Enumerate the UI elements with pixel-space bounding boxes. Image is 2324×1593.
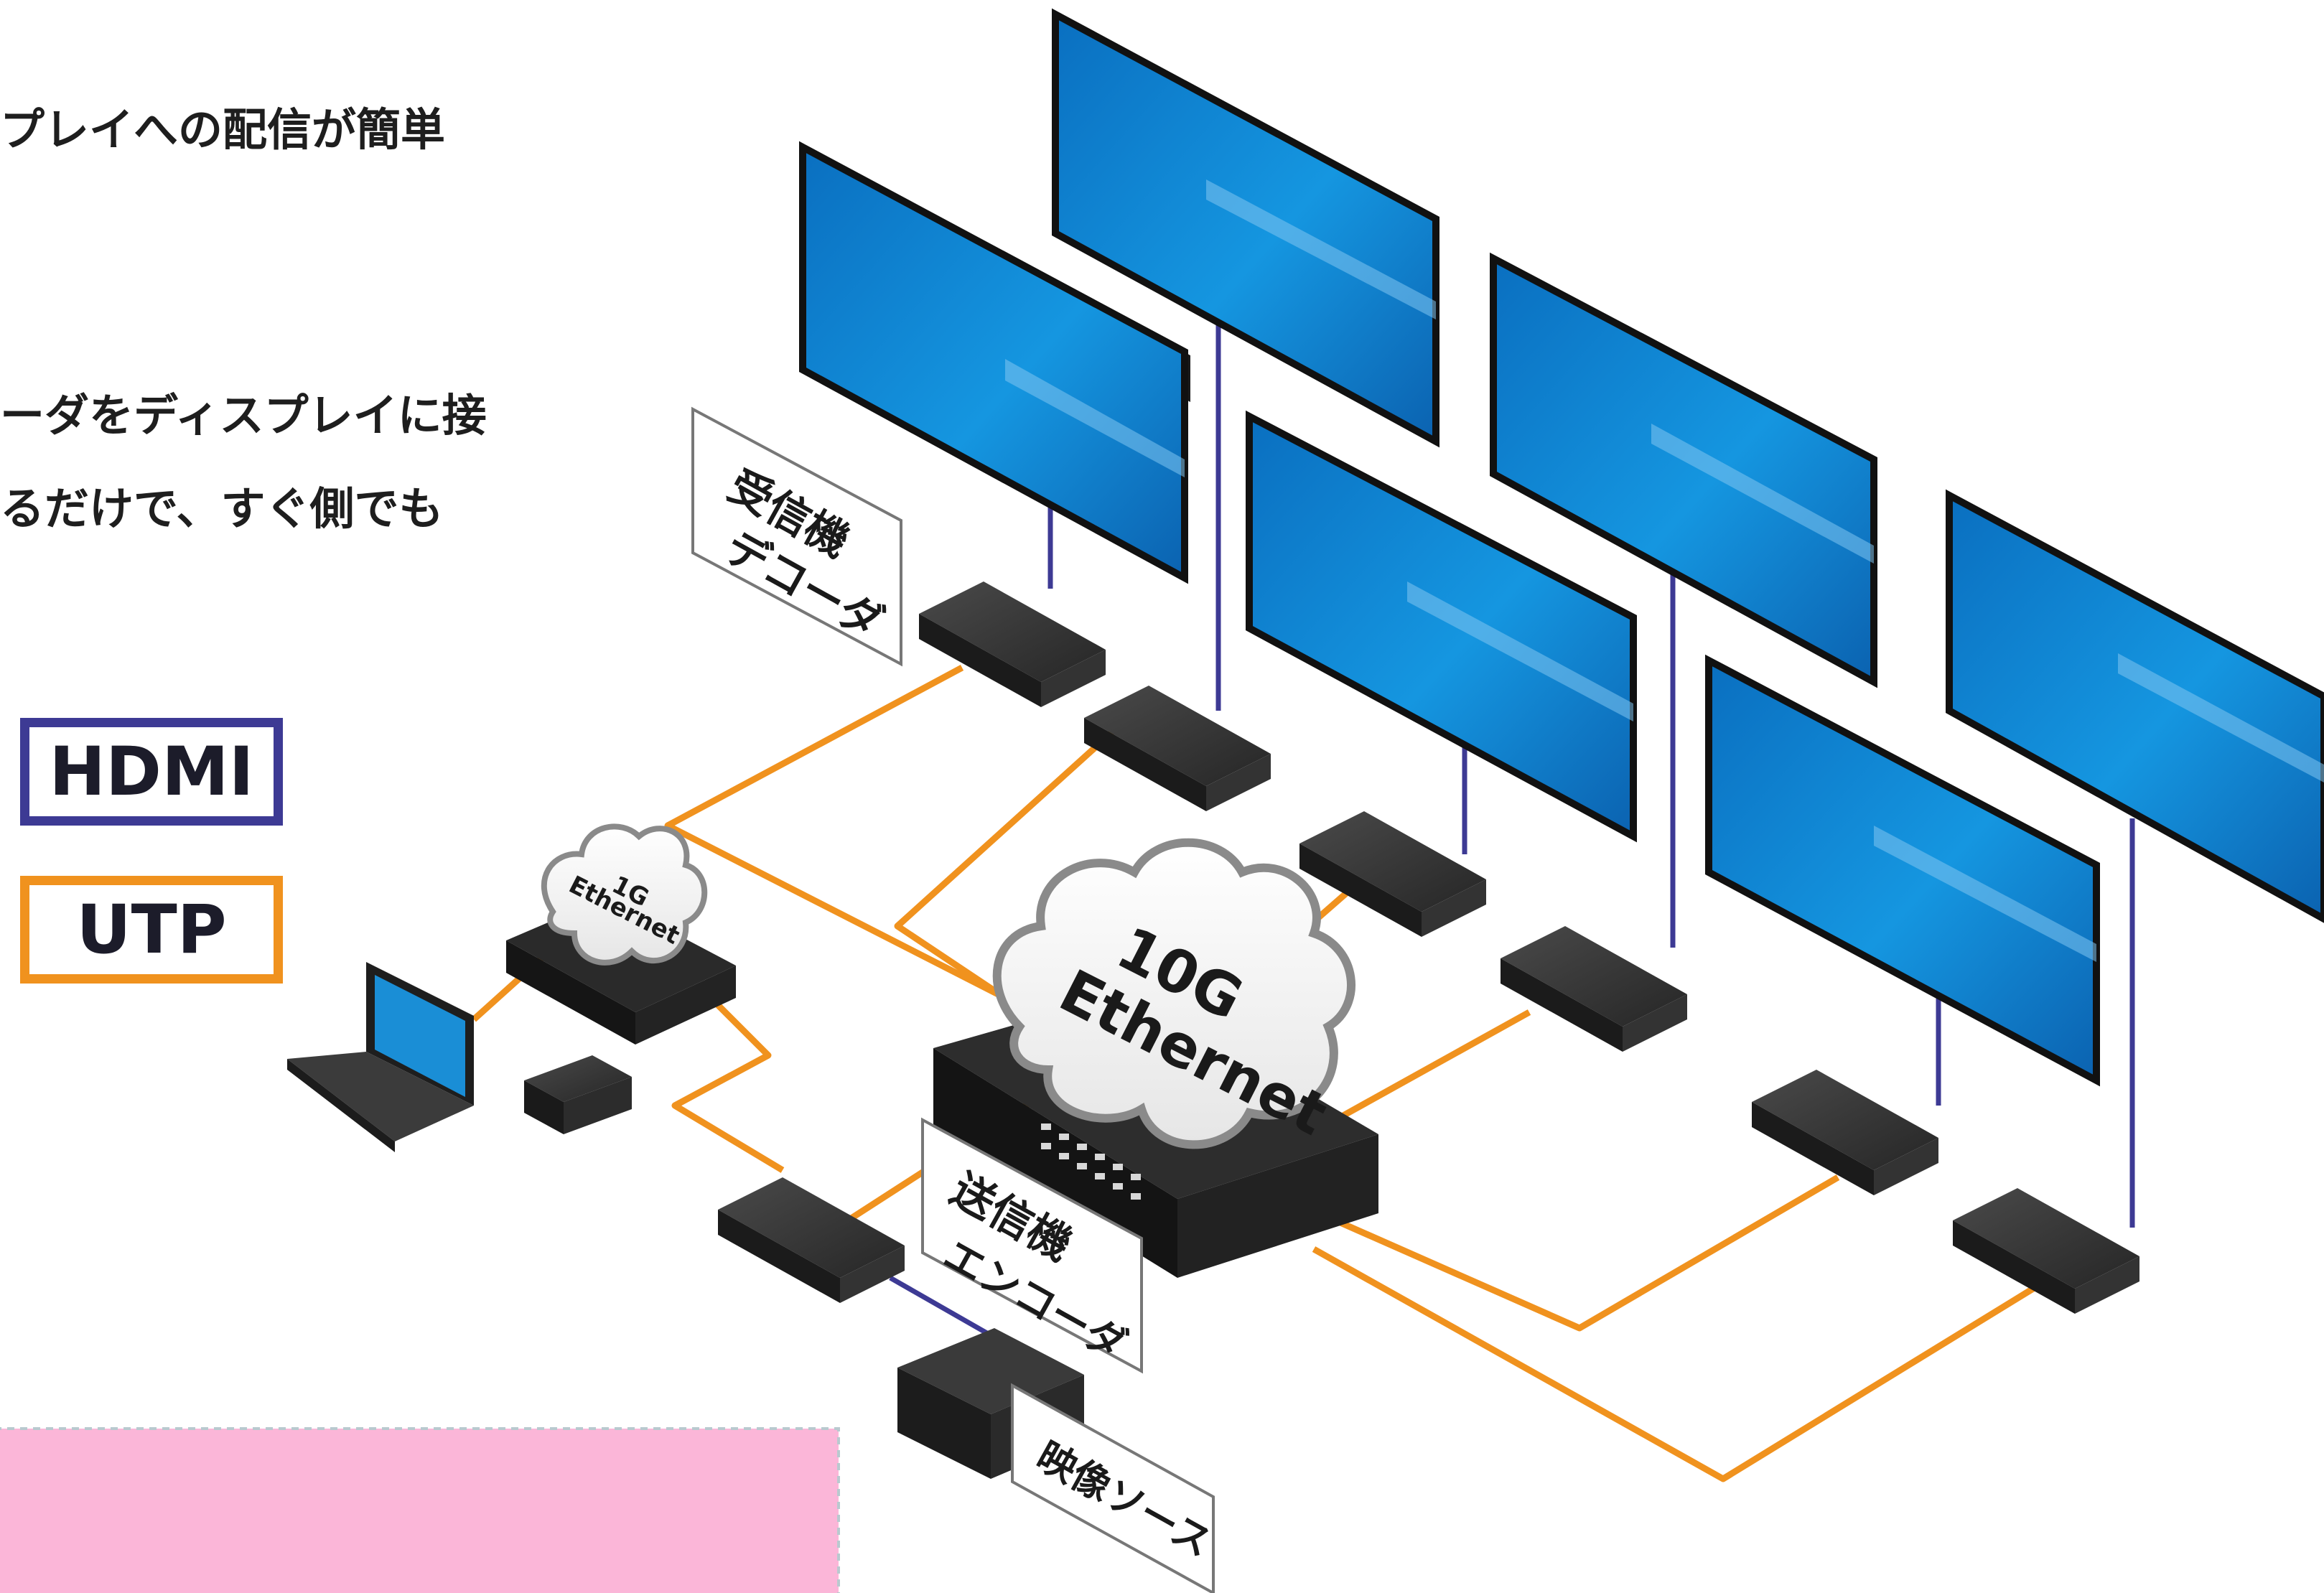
display-screen (1705, 654, 2100, 1087)
utp-cable (894, 722, 1123, 1001)
source-label-box (1011, 1383, 1215, 1593)
pink-callout-box (0, 1427, 840, 1593)
decoder-device (919, 581, 1106, 707)
hdmi-cable (889, 1275, 992, 1338)
utp-cable (664, 665, 1007, 1001)
decoder-device (1084, 686, 1271, 811)
display-screens (799, 8, 2324, 1087)
decoder-device (1299, 811, 1486, 937)
encoder-label-box (921, 1117, 1143, 1374)
utp-cable (1334, 1174, 1840, 1332)
display-screen (1246, 410, 1637, 843)
utp-cable (1312, 1246, 2041, 1482)
laptop (287, 962, 474, 1152)
utp-cable (1333, 1009, 1531, 1123)
legend-utp-label: UTP (76, 890, 227, 969)
utp-cable (671, 988, 785, 1173)
cloud-1g (541, 823, 708, 966)
intro-line-1: プレイへの配信が簡単 (0, 103, 446, 156)
decoder-device (1501, 926, 1687, 1052)
cloud-10g (992, 838, 1355, 1149)
legend-hdmi: HDMI (20, 718, 283, 826)
display-screen (1490, 252, 1877, 688)
intro-line-2: ーダをディスプレイに接 (0, 389, 487, 442)
decoder-device (1752, 1070, 1938, 1195)
intro-line-3: るだけで、すぐ側でも (0, 482, 444, 535)
encoder-device (718, 1177, 905, 1303)
display-screen (1946, 489, 2324, 923)
small-device (524, 1055, 632, 1134)
decoder-label-box (691, 406, 902, 667)
display-screen (1052, 8, 1439, 448)
legend-utp: UTP (20, 876, 283, 984)
legend-hdmi-label: HDMI (49, 732, 254, 811)
decoder-devices (919, 581, 2139, 1314)
display-screen (799, 141, 1190, 584)
decoder-device (1953, 1188, 2139, 1314)
